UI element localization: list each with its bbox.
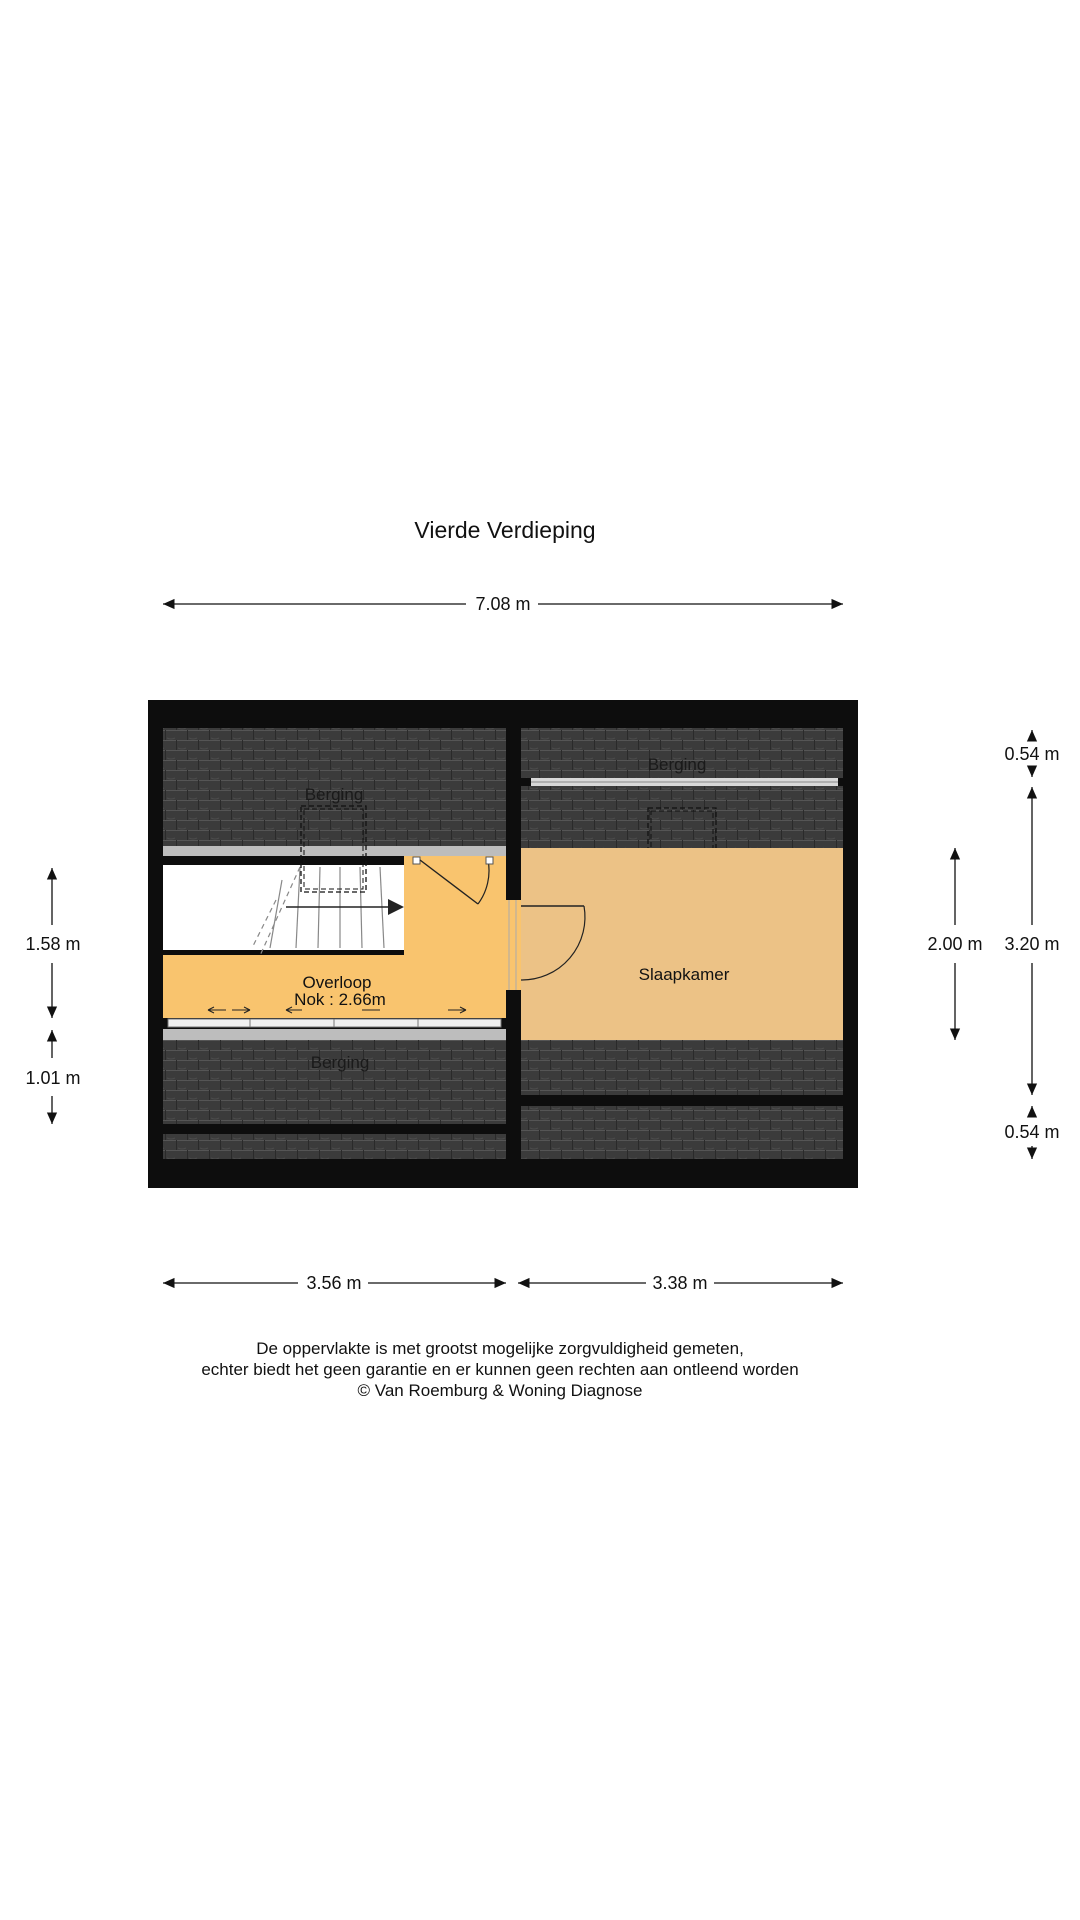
dimension-left-lower: 1.01 m bbox=[25, 1030, 81, 1124]
dimension-label-right-bottom: 0.54 m bbox=[1004, 1122, 1059, 1142]
dimension-label-right-mid: 2.00 m bbox=[927, 934, 982, 954]
room-label-berging-top-left: Berging bbox=[305, 785, 364, 804]
dimension-right-mid: 2.00 m bbox=[927, 848, 983, 1040]
dimension-total-width: 7.08 m bbox=[163, 594, 843, 614]
dimension-label-total-width: 7.08 m bbox=[475, 594, 530, 614]
door-slaapkamer bbox=[520, 905, 586, 981]
disclaimer-line-1: De oppervlakte is met grootst mogelijke … bbox=[256, 1339, 744, 1358]
room-label-overloop: Overloop bbox=[303, 973, 372, 992]
dimension-right-top: 0.54 m bbox=[1004, 730, 1060, 777]
room-label-berging-bottom-left: Berging bbox=[311, 1053, 370, 1072]
kneewall-top-left bbox=[163, 846, 506, 856]
page-title: Vierde Verdieping bbox=[414, 517, 595, 543]
dimension-right-bottom: 0.54 m bbox=[1004, 1106, 1060, 1159]
dimension-label-right-total: 3.20 m bbox=[1004, 934, 1059, 954]
door-overloop bbox=[412, 856, 494, 905]
stair-treads bbox=[251, 866, 385, 961]
roof-tiles-bottom-right bbox=[521, 1040, 843, 1095]
storage-sliding-doors bbox=[167, 1006, 502, 1028]
roof-tiles-top-right bbox=[521, 728, 843, 848]
divider-wall-left bbox=[163, 1124, 506, 1134]
overloop-floor bbox=[163, 858, 506, 1018]
dimension-label-left-width: 3.56 m bbox=[306, 1273, 361, 1293]
disclaimer: De oppervlakte is met grootst mogelijke … bbox=[0, 1338, 1000, 1401]
roof-tiles-eave-right bbox=[521, 1106, 843, 1159]
dimension-label-right-width: 3.38 m bbox=[652, 1273, 707, 1293]
dimension-label-right-top: 0.54 m bbox=[1004, 744, 1059, 764]
room-label-slaapkamer: Slaapkamer bbox=[639, 965, 730, 984]
roof-tiles-eave-left bbox=[163, 1134, 506, 1159]
roof-tiles-top-left bbox=[163, 728, 506, 846]
dimension-label-left-lower: 1.01 m bbox=[25, 1068, 80, 1088]
dimension-label-left-upper: 1.58 m bbox=[25, 934, 80, 954]
divider-wall-right bbox=[521, 1095, 843, 1106]
room-label-berging-top-right: Berging bbox=[648, 755, 707, 774]
copyright: © Van Roemburg & Woning Diagnose bbox=[357, 1381, 643, 1400]
dimension-right-width: 3.38 m bbox=[518, 1273, 843, 1293]
dimension-left-upper: 1.58 m bbox=[25, 868, 81, 1018]
dimension-right-total: 3.20 m bbox=[1004, 787, 1060, 1095]
roof-tiles-bottom-left bbox=[163, 1040, 506, 1124]
roof-hatch-left bbox=[300, 805, 367, 893]
kneewall-bottom-left bbox=[163, 1029, 506, 1040]
room-label-nok: Nok : 2.66m bbox=[294, 990, 386, 1009]
slaapkamer-floor bbox=[521, 848, 843, 1040]
dimension-left-width: 3.56 m bbox=[163, 1273, 506, 1293]
disclaimer-line-2: echter biedt het geen garantie en er kun… bbox=[201, 1360, 799, 1379]
